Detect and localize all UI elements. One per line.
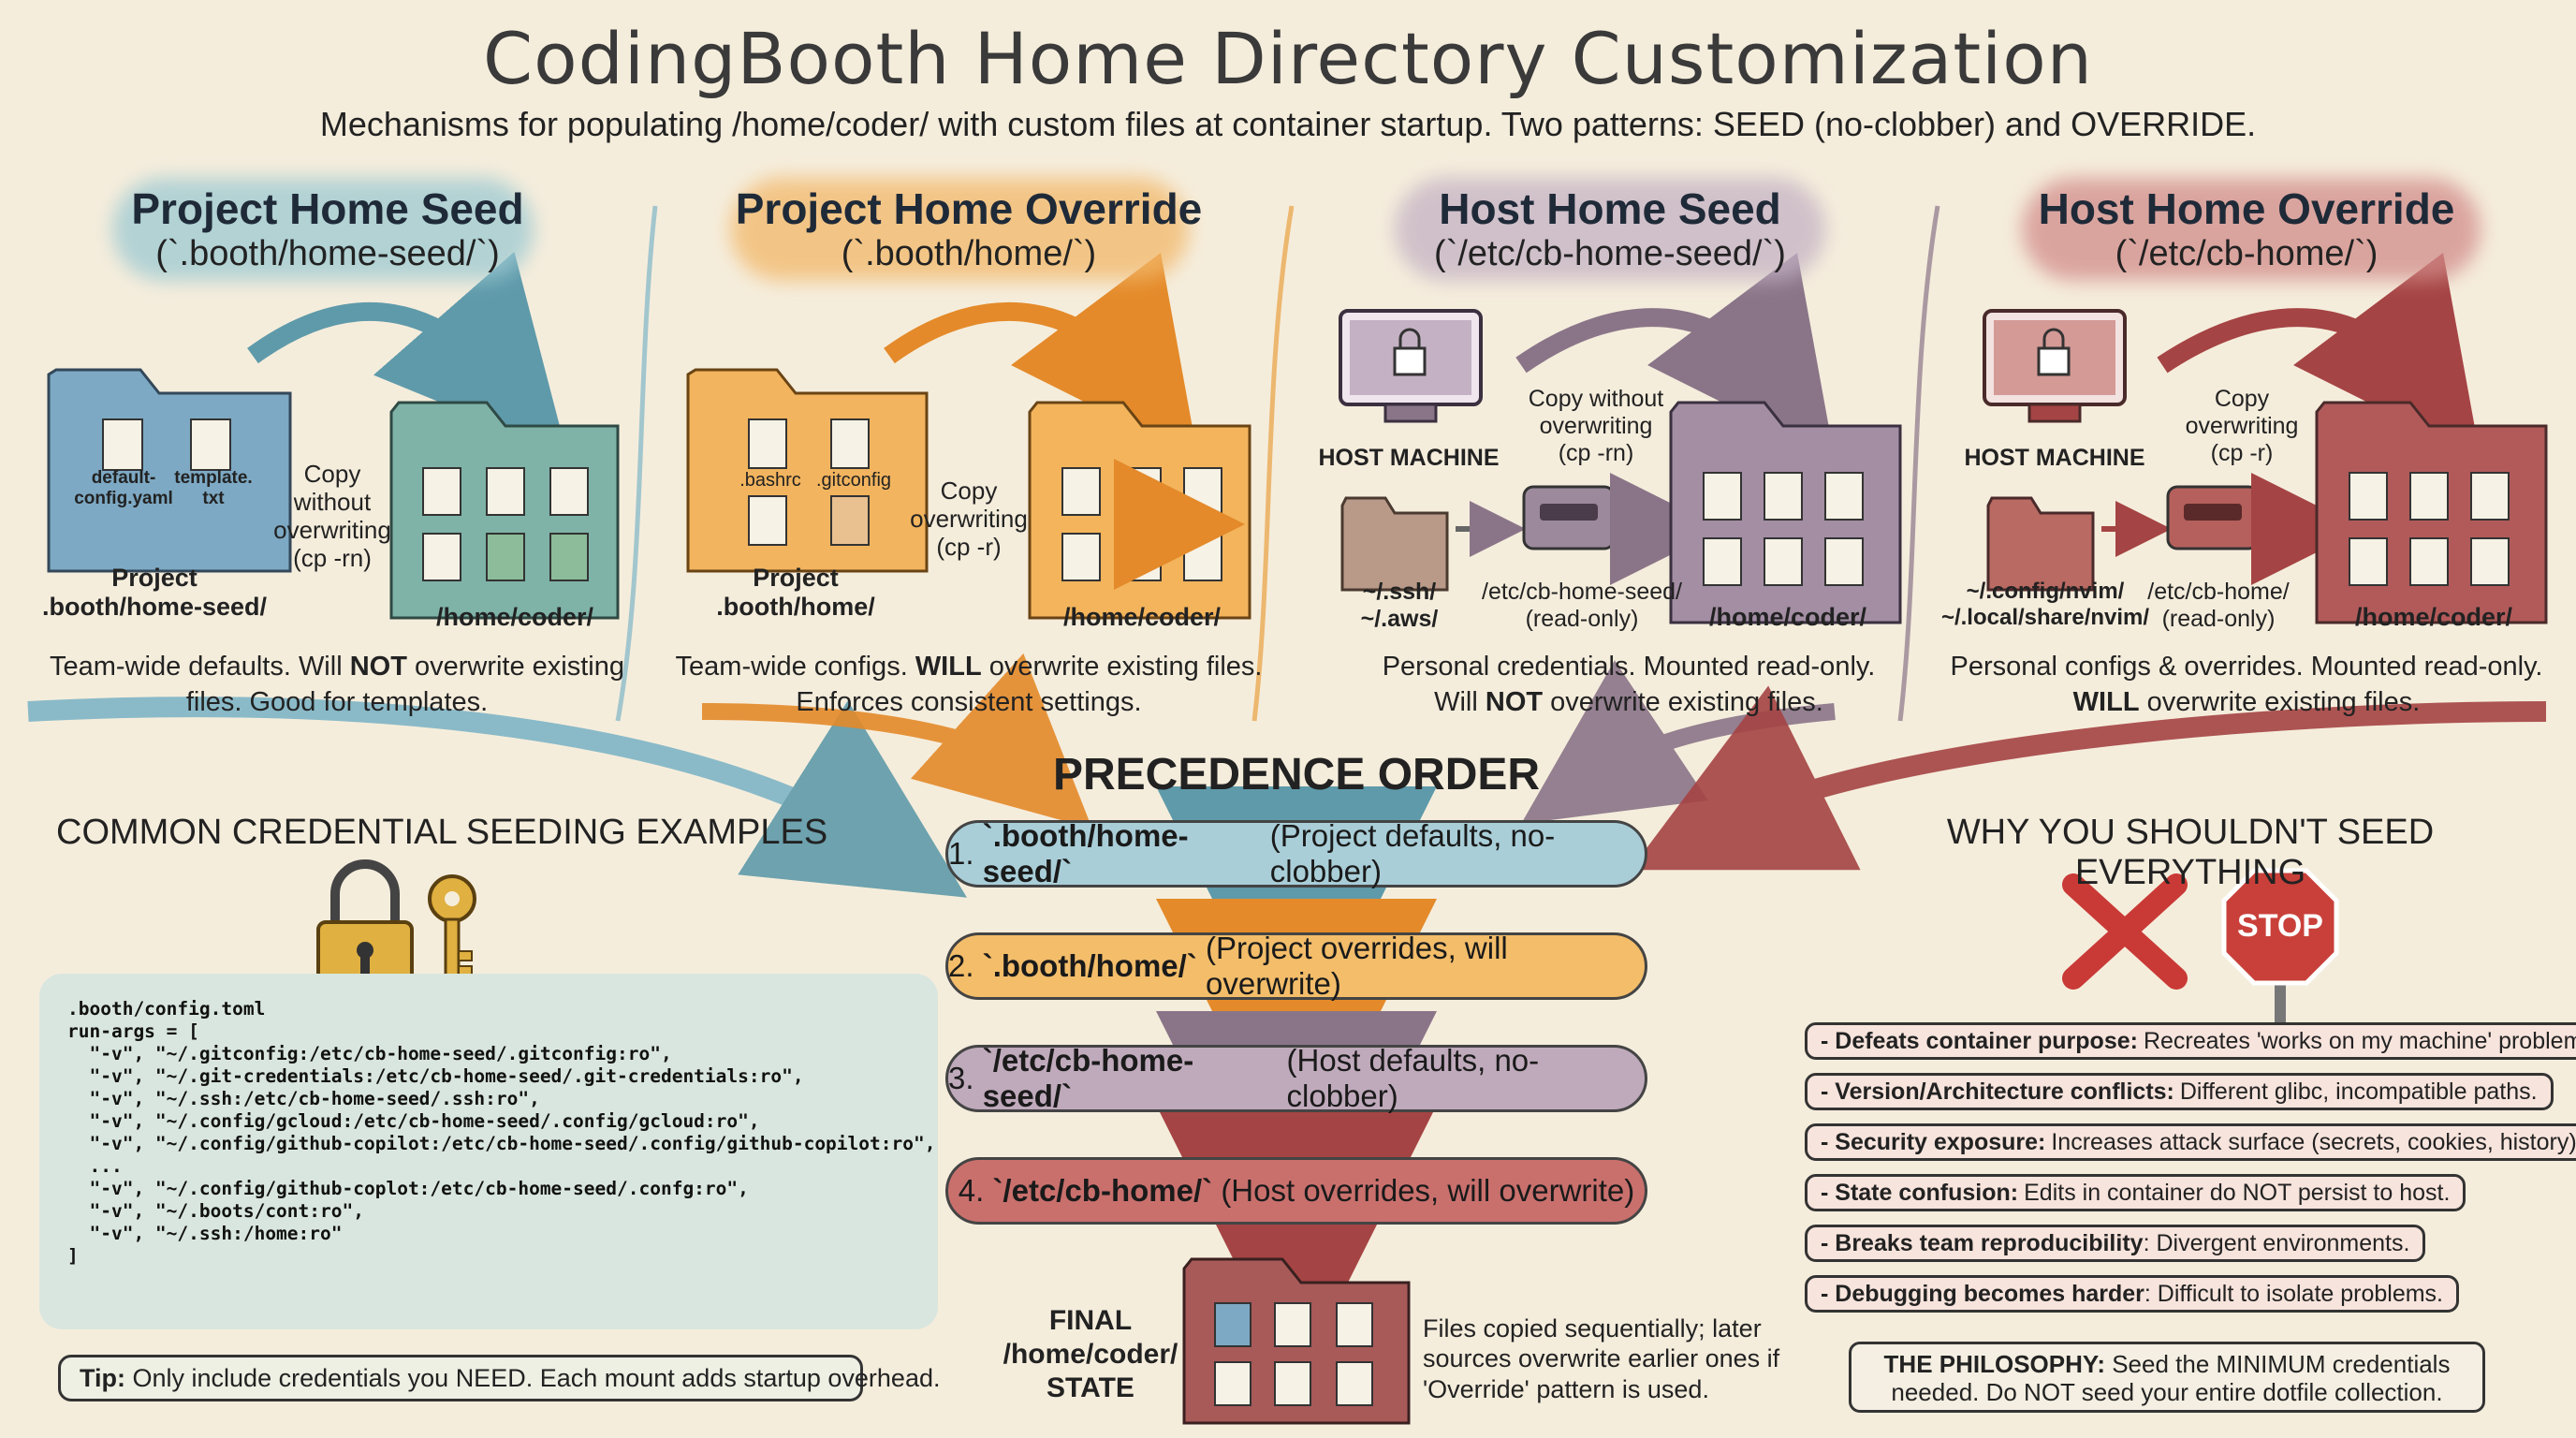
why-not-title: WHY YOU SHOULDN'T SEED EVERYTHING [1946,813,2435,892]
source-label-project-override: Project .booth/home/ [716,564,875,622]
philosophy-box: THE PHILOSOPHY: Seed the MINIMUM credent… [1849,1342,2485,1413]
code-line: .booth/config.toml [67,998,266,1020]
code-line: "-v", "~/.git-credentials:/etc/cb-home-s… [67,1065,804,1087]
tip-box: Tip: Only include credentials you NEED. … [58,1355,940,1401]
host-machine-label: HOST MACHINE [1318,445,1500,471]
why-item: - Debugging becomes harder: Difficult to… [1805,1275,2460,1313]
divider-1 [615,205,658,722]
file-label: .bashrc [739,470,801,491]
why-item: - Defeats container purpose:Recreates 'w… [1805,1022,2576,1060]
section-path-host-seed: (`/etc/cb-home-seed/`) [1434,234,1786,273]
section-wash-3 [1395,178,1825,281]
dest-label-project-override: /home/coder/ [1062,603,1222,631]
section-desc-project-override: Team-wide configs. WILL overwrite existi… [675,652,1263,717]
copy-label-host-seed: Copy without overwriting (cp -rn) [1528,386,1664,466]
section-wash-4 [2022,178,2481,281]
host-override-graphics [1983,252,2548,624]
final-state-note: Files copied sequentially; later sources… [1423,1314,1780,1403]
section-title-host-override: Host Home Override [2038,184,2455,233]
copy-arrow-2 [884,252,1199,459]
precedence-step-1: 1. `.booth/home-seed/` (Project defaults… [945,818,1647,888]
section-wash-1 [112,178,534,281]
copy-label-project-override: Copy overwriting (cp -r) [910,477,1028,561]
copy-arrow-1 [247,251,567,455]
x-mark-icon [2062,873,2188,990]
section-path-project-seed: (`.booth/home-seed/`) [155,234,500,273]
why-item: - Security exposure:Increases attack sur… [1805,1123,2576,1161]
divider-3 [1897,205,1940,722]
host-machine-label: HOST MACHINE [1964,445,2145,471]
copy-arrow-4 [2157,252,2481,459]
host-folder-3 [1340,496,1449,592]
final-state-label: FINAL /home/coder/ STATE [1003,1305,1178,1403]
code-line: "-v", "~/.config/github-copilot:/etc/cb-… [67,1133,936,1154]
section-title-project-seed: Project Home Seed [131,184,524,233]
code-line: "-v", "~/.config/gcloud:/etc/cb-home-see… [67,1110,760,1132]
section-title-host-seed: Host Home Seed [1439,184,1781,233]
copy-label-host-override: Copy overwriting (cp -r) [2185,386,2299,466]
flow-arrow-4 [1630,685,2547,871]
section-desc-project-seed: Team-wide defaults. Will NOT overwrite e… [49,652,625,717]
file-label: .gitconfig [815,470,892,491]
source-label-project-seed: Project .booth/home-seed/ [41,564,267,622]
code-line: "-v", "~/.config/github-coplot:/etc/cb-h… [67,1178,749,1199]
stop-sign-text: STOP [2237,908,2323,944]
code-line: "-v", "~/.boots/cont:ro", [67,1200,364,1222]
source-label-host-override: ~/.config/nvim/ ~/.local/share/nvim/ [1940,579,2150,630]
precedence-title: PRECEDENCE ORDER [1052,750,1541,800]
host-seed-graphics [1339,252,1902,624]
stop-sign-icon [2221,868,2339,1049]
why-item: - Version/Architecture conflicts:Differe… [1805,1073,2554,1110]
key-icon [428,874,476,981]
dest-label-host-override: /home/coder/ [2354,603,2513,631]
page-subtitle: Mechanisms for populating /home/coder/ w… [319,105,2257,143]
section-path-project-override: (`.booth/home/`) [841,234,1097,273]
section-wash-2 [730,178,1189,281]
copy-arrow-3 [1515,252,1836,459]
section-desc-host-seed: Personal credentials. Mounted read-only.… [1382,652,1876,717]
code-line: run-args = [ [67,1020,199,1042]
code-line: "-v", "~/.ssh:/etc/cb-home-seed/.ssh:ro"… [67,1088,540,1109]
config-code-block: .booth/config.toml run-args = [ "-v", "~… [39,974,938,1329]
file-label: template. txt [174,468,253,508]
code-line: "-v", "~/.ssh:/home:ro" [67,1223,343,1244]
file-label: default- config.yaml [74,468,173,508]
precedence-step-3: 3. `/etc/cb-home-seed/` (Host defaults, … [945,1043,1647,1113]
mount-label-host-override: /etc/cb-home/ (read-only) [2147,579,2290,632]
page-title: CodingBooth Home Directory Customization [483,17,2093,100]
divider-2 [1251,205,1295,722]
dest-label-host-seed: /home/coder/ [1708,603,1867,631]
credential-examples-title: COMMON CREDENTIAL SEEDING EXAMPLES [56,813,828,852]
dest-label-project-seed: /home/coder/ [435,603,594,631]
project-override-graphics [686,252,1251,620]
why-item: - State confusion:Edits in container do … [1805,1174,2466,1211]
section-path-host-override: (`/etc/cb-home/`) [2115,234,2378,273]
section-title-project-override: Project Home Override [735,184,1203,233]
precedence-step-2: 2. `.booth/home/` (Project overrides, wi… [945,931,1647,1001]
code-line: ... [67,1155,123,1177]
code-line: "-v", "~/.gitconfig:/etc/cb-home-seed/.g… [67,1043,672,1064]
section-desc-host-override: Personal configs & overrides. Mounted re… [1950,652,2543,717]
copy-label-project-seed: Copy without overwriting (cp -rn) [273,460,391,572]
host-folder-4 [1986,496,2095,592]
project-seed-graphics [47,251,620,620]
flow-arrow-1 [27,697,968,898]
why-item: - Breaks team reproducibility: Divergent… [1805,1225,2426,1262]
mount-label-host-seed: /etc/cb-home-seed/ (read-only) [1482,579,1682,632]
precedence-step-4: 4. `/etc/cb-home/` (Host overrides, will… [945,1157,1647,1225]
code-line: ] [67,1245,79,1267]
flow-arrow-2 [701,653,1092,829]
source-label-host-seed: ~/.ssh/ ~/.aws/ [1360,579,1439,632]
